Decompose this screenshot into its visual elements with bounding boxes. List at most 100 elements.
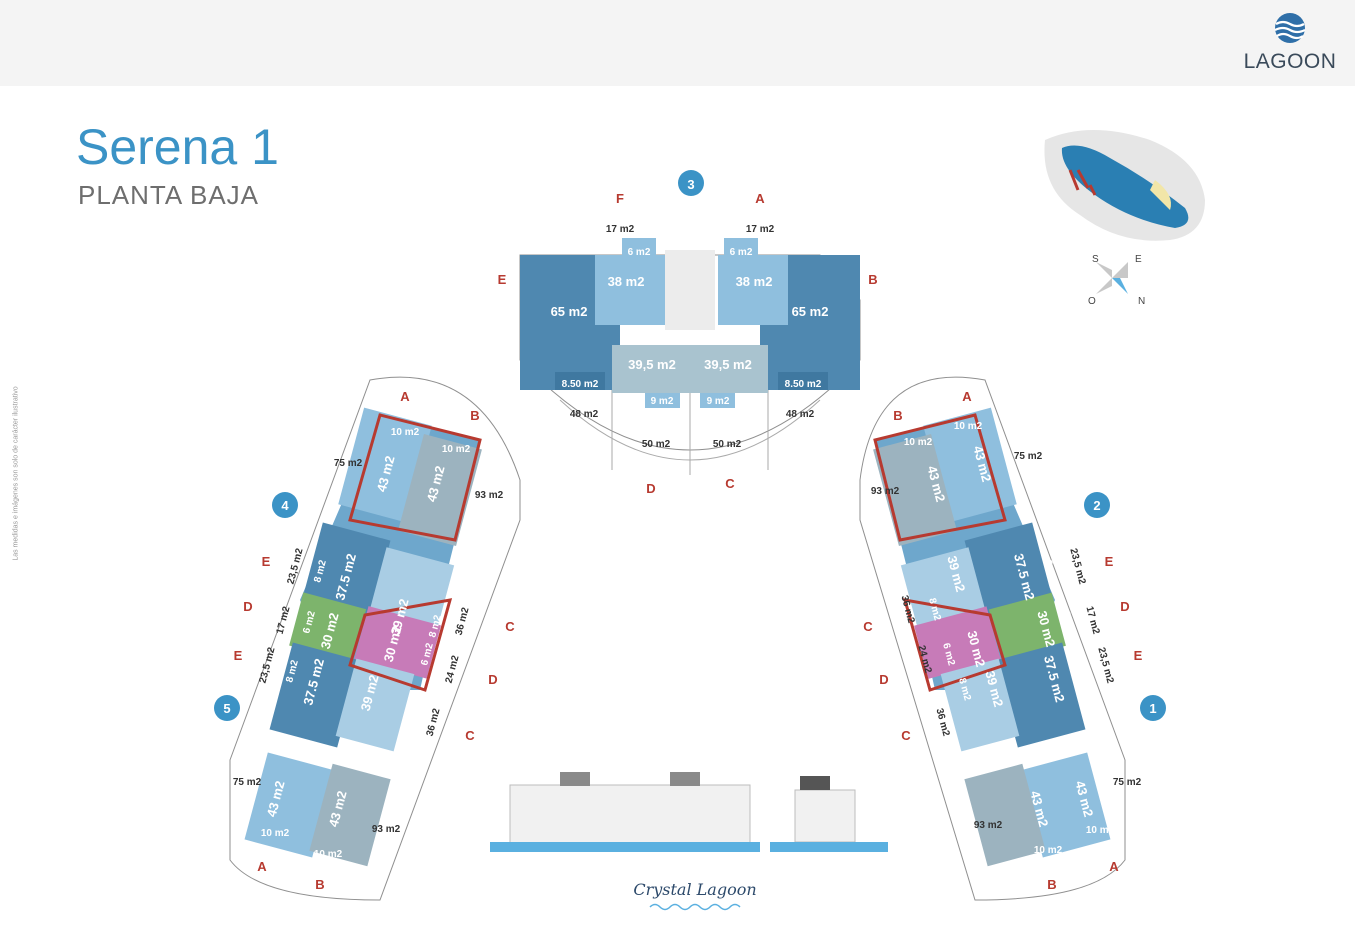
plan-label: B: [893, 408, 902, 423]
plan-label: B: [868, 272, 877, 287]
plan-label: 93 m2: [871, 486, 900, 497]
plan-label: 75 m2: [1113, 777, 1142, 788]
building-elevations: [490, 772, 888, 852]
plan-label: 17 m2: [606, 224, 635, 235]
plan-label: C: [725, 476, 735, 491]
plan-label: 8.50 m2: [785, 379, 822, 390]
plan-label: F: [616, 191, 624, 206]
unit-38-left: [595, 255, 665, 325]
plan-label: 48 m2: [570, 409, 599, 420]
plan-label: C: [465, 728, 475, 743]
top-bar: [0, 0, 1355, 86]
plan-label: 9 m2: [707, 396, 730, 407]
plan-label: 93 m2: [372, 824, 401, 835]
plan-label: 8.50 m2: [562, 379, 599, 390]
plan-label: C: [863, 619, 873, 634]
plan-label: E: [234, 648, 243, 663]
center-block: [519, 170, 861, 475]
plan-label: 38 m2: [736, 274, 773, 289]
compass-labels: S E O N: [1088, 254, 1145, 307]
plan-label: 6 m2: [628, 247, 651, 258]
unit-30-pink-right: [914, 606, 1001, 679]
plan-label: 50 m2: [642, 439, 671, 450]
plan-label: 17 m2: [1083, 605, 1101, 636]
plan-label: 23,5 m2: [1067, 547, 1087, 586]
plan-label: D: [1120, 599, 1129, 614]
plan-label: 65 m2: [792, 304, 829, 319]
plan-label: D: [243, 599, 252, 614]
plan-label: D: [879, 672, 888, 687]
plan-label: 17 m2: [746, 224, 775, 235]
plan-label: 39,5 m2: [628, 357, 676, 372]
plan-label: 2: [1093, 498, 1100, 513]
plan-label: 39,5 m2: [704, 357, 752, 372]
unit-30-green-right: [988, 592, 1066, 663]
plan-label: 93 m2: [475, 490, 504, 501]
plan-label: 5: [223, 701, 230, 716]
plan-label: 10 m2: [314, 849, 343, 860]
plan-label: B: [315, 877, 324, 892]
plan-label: 6 m2: [730, 247, 753, 258]
plan-label: 38 m2: [608, 274, 645, 289]
plan-label: 10 m2: [391, 427, 420, 438]
access-badge-2: [1084, 492, 1110, 518]
plan-label: 48 m2: [786, 409, 815, 420]
page-subtitle: PLANTA BAJA: [78, 180, 260, 210]
plan-label: 23,5 m2: [1095, 646, 1115, 685]
plan-label: A: [400, 389, 410, 404]
right-block: [859, 376, 1166, 901]
plan-label: C: [901, 728, 911, 743]
compass-label: N: [1138, 296, 1145, 307]
plan-label: 10 m2: [261, 828, 290, 839]
compass-label: S: [1092, 254, 1099, 265]
plan-label: 75 m2: [334, 458, 363, 469]
plan-label: A: [257, 859, 267, 874]
page-title: Serena 1: [76, 119, 279, 175]
plan-label: A: [755, 191, 765, 206]
compass-label: E: [1135, 254, 1142, 265]
plan-label: C: [505, 619, 515, 634]
brand-name: LAGOON: [1243, 50, 1337, 73]
plan-label: 75 m2: [1014, 451, 1043, 462]
plan-label: E: [262, 554, 271, 569]
plan-label: 65 m2: [551, 304, 588, 319]
plan-label: 9 m2: [651, 396, 674, 407]
brand-logo: LAGOON: [1240, 8, 1350, 78]
plan-label: D: [646, 481, 655, 496]
unit-39-left: [612, 345, 690, 393]
unit-38-right: [718, 255, 788, 325]
wave-icon: [649, 903, 741, 911]
plan-label: 10 m2: [442, 444, 471, 455]
plan-label: E: [1134, 648, 1143, 663]
plan-label: E: [1105, 554, 1114, 569]
unit-30-green-left: [289, 592, 367, 663]
access-badge-5: [214, 695, 240, 721]
compass-rose-icon: [1096, 262, 1128, 294]
unit-30-pink-left: [354, 606, 441, 679]
plan-label: 10 m2: [904, 437, 933, 448]
location-map: [1044, 130, 1205, 241]
access-badge-3: [678, 170, 704, 196]
plan-label: 50 m2: [713, 439, 742, 450]
access-badge-1: [1140, 695, 1166, 721]
compass-label: O: [1088, 296, 1096, 307]
plan-label: 3: [687, 177, 694, 192]
plan-label: 93 m2: [974, 820, 1003, 831]
left-block: [214, 376, 521, 901]
footer-text: Crystal Lagoon: [633, 880, 757, 899]
plan-label: A: [1109, 859, 1119, 874]
plan-label: 10 m2: [1086, 825, 1115, 836]
footer-logo: Crystal Lagoon: [620, 880, 770, 917]
plan-label: A: [962, 389, 972, 404]
access-badge-4: [272, 492, 298, 518]
plan-label: B: [470, 408, 479, 423]
plan-label: 10 m2: [954, 421, 983, 432]
plan-label: 75 m2: [233, 777, 262, 788]
unit-39-right: [690, 345, 768, 393]
plan-label: B: [1047, 877, 1056, 892]
plan-label: 4: [281, 498, 289, 513]
plan-label: 1: [1149, 701, 1156, 716]
plan-label: E: [498, 272, 507, 287]
plan-label: 10 m2: [1034, 845, 1063, 856]
